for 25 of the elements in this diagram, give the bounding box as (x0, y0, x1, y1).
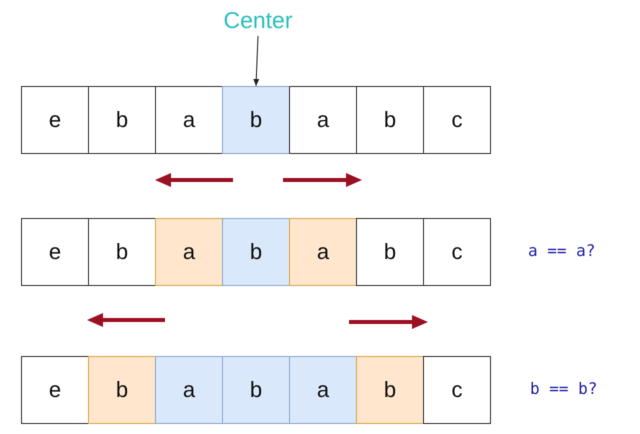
array-cell: a (289, 356, 357, 424)
array-cell: b (88, 356, 156, 424)
array-cell: b (356, 218, 424, 286)
array-cell: a (155, 356, 223, 424)
array-cell: a (155, 218, 223, 286)
array-cell: c (423, 218, 491, 286)
array-cell: b (356, 86, 424, 154)
comparison-text: a == a? (528, 241, 596, 260)
array-cell: e (21, 86, 89, 154)
array-cell: a (155, 86, 223, 154)
array-cell: e (21, 356, 89, 424)
array-cell: a (289, 218, 357, 286)
array-cell: b (222, 86, 290, 154)
array-cell: e (21, 218, 89, 286)
array-cell: b (88, 86, 156, 154)
array-cell: b (88, 218, 156, 286)
comparison-text: b == b? (530, 379, 598, 398)
center-label: Center (208, 4, 308, 36)
array-cell: b (356, 356, 424, 424)
array-cell: c (423, 86, 491, 154)
array-cell: a (289, 86, 357, 154)
array-cell: b (222, 356, 290, 424)
arrow (253, 36, 260, 86)
array-cell: b (222, 218, 290, 286)
array-cell: c (423, 356, 491, 424)
